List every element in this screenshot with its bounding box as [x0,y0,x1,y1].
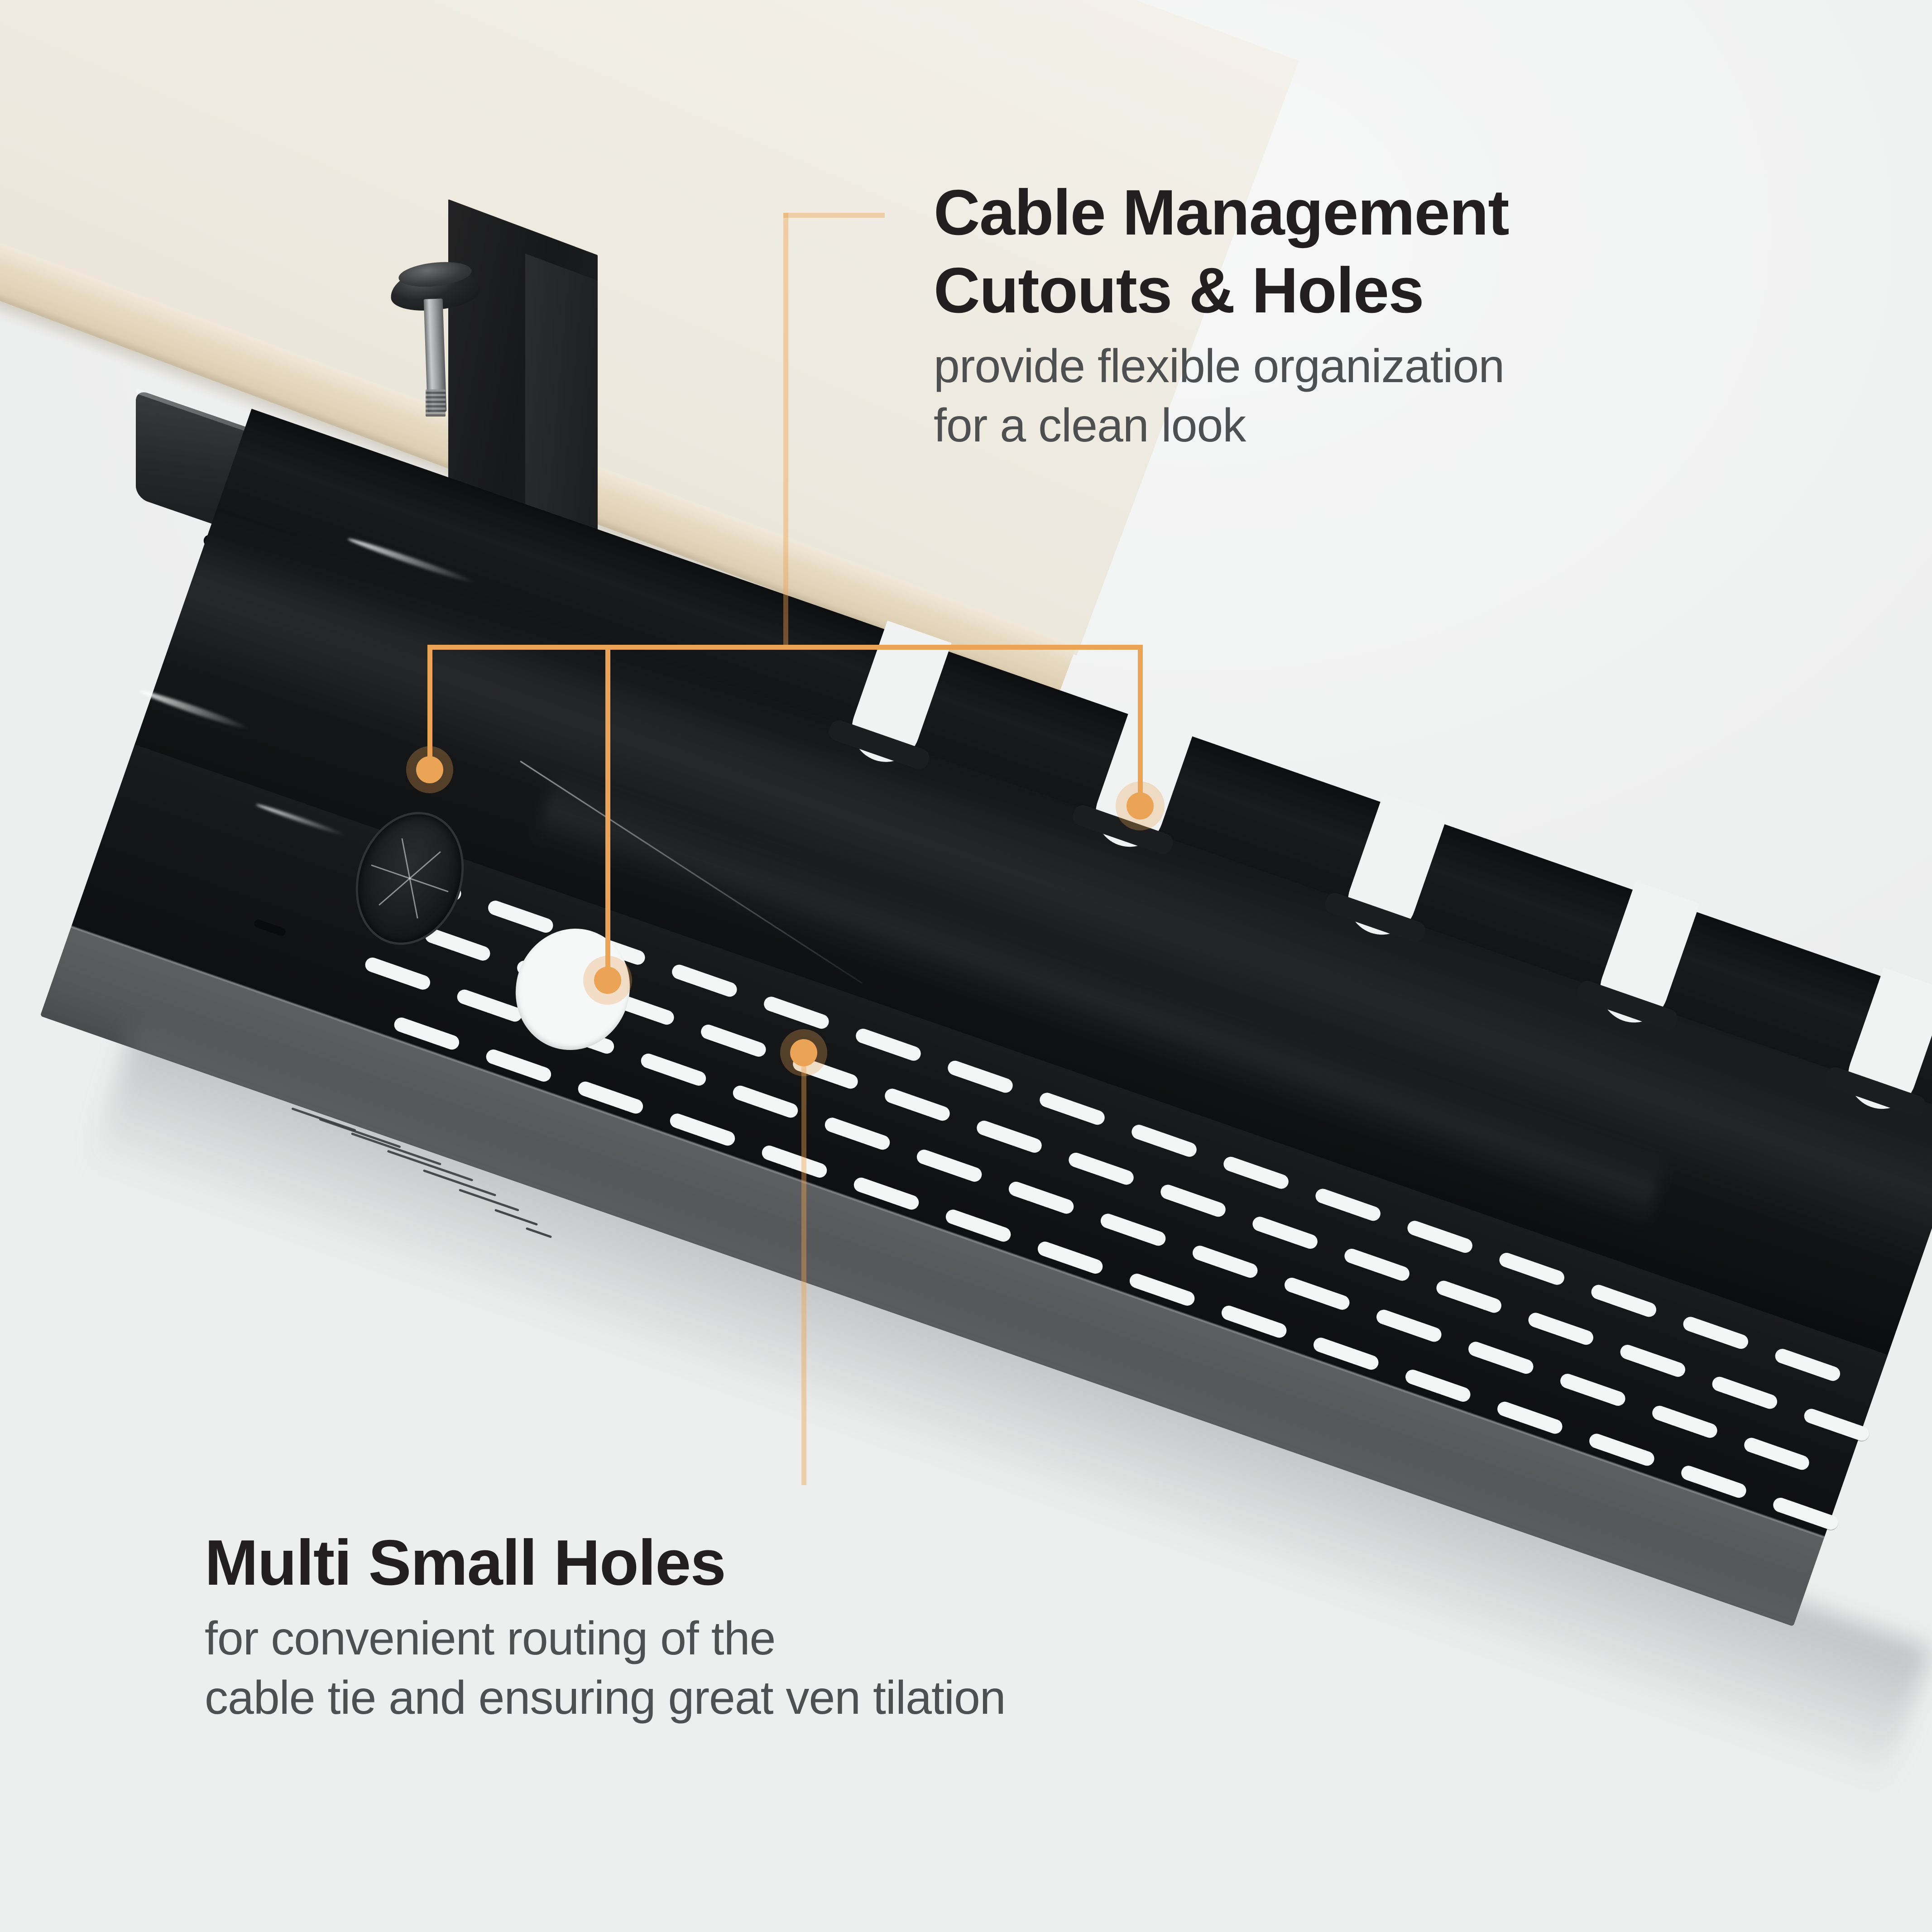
leader-line-title-drop [783,213,788,650]
heading-line: Multi Small Holes [205,1527,726,1599]
callout-dot-4[interactable] [790,1039,817,1066]
callout-block-cable-management: Cable Management Cutouts & Holes provide… [934,174,1894,455]
heading-line: Cable Management [934,177,1510,249]
leader-bar-right [783,645,1143,650]
callout-body-multi-small-holes: for convenient routing of the cable tie … [205,1609,1608,1728]
callout-block-multi-small-holes: Multi Small Holes for convenient routing… [205,1524,1608,1728]
screw-thread [426,389,446,417]
leader-line-title-stub [783,213,885,218]
callout-dot-1[interactable] [416,756,443,783]
leader-drop-3 [1138,645,1143,803]
body-line: cable tie and ensuring great ven tilatio… [205,1671,1006,1724]
callout-dot-2[interactable] [594,967,621,994]
leader-drop-2 [605,645,610,975]
callout-dot-3[interactable] [1127,792,1154,820]
body-line: provide flexible organization [934,340,1505,393]
callout-heading-cable-management: Cable Management Cutouts & Holes [934,174,1894,330]
heading-line: Cutouts & Holes [934,254,1424,326]
leader-drop-4 [801,1062,806,1485]
callout-heading-multi-small-holes: Multi Small Holes [205,1524,1608,1602]
callout-body-cable-management: provide flexible organization for a clea… [934,337,1894,455]
leader-drop-1 [427,645,432,762]
body-line: for a clean look [934,399,1246,452]
body-line: for convenient routing of the [205,1612,776,1665]
